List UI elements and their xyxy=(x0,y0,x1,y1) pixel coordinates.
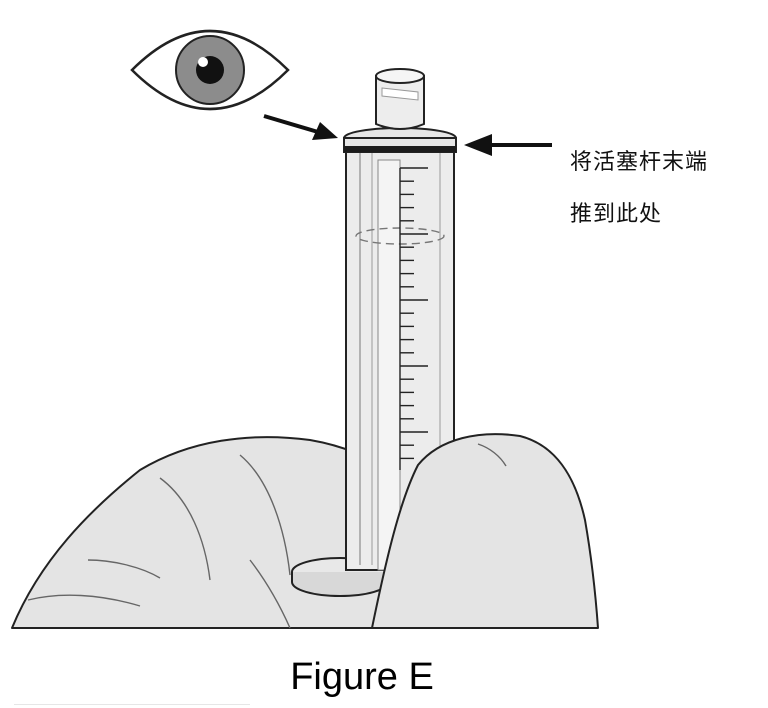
syringe-top xyxy=(343,68,457,153)
instruction-line-1: 将活塞杆末端 xyxy=(570,150,709,175)
instruction-line-2: 推到此处 xyxy=(570,202,663,227)
figure-caption: Figure E xyxy=(290,656,434,698)
arrow-icon xyxy=(464,134,552,156)
eye-icon xyxy=(130,29,290,111)
scale-marks xyxy=(399,167,428,470)
arrow-icon xyxy=(263,114,338,140)
divider xyxy=(14,704,250,705)
gloved-hand xyxy=(11,436,391,629)
syringe-illustration xyxy=(11,29,599,629)
finger-creases xyxy=(27,454,291,629)
thumb xyxy=(371,433,599,629)
